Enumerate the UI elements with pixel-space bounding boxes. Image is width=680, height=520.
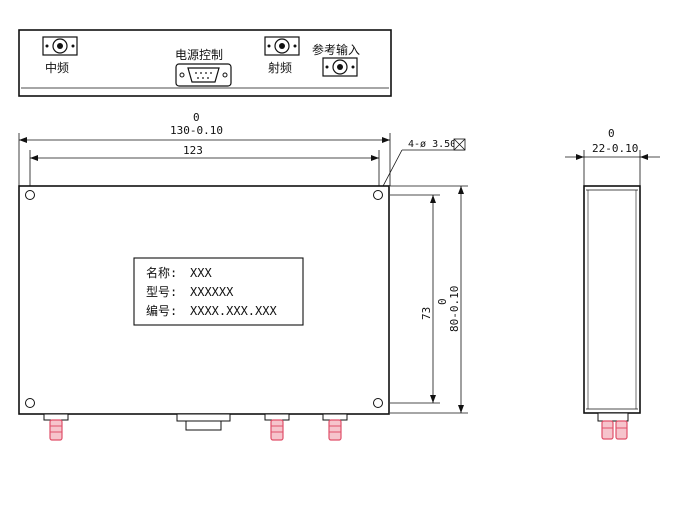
hole-spacing-height-dim: 73: [420, 307, 433, 320]
if-port-label: 中频: [45, 60, 69, 75]
nameplate-serial-label: 编号:: [146, 303, 177, 318]
height-tol-top: 0: [436, 298, 449, 305]
height-overall-dim: 80-0.10: [448, 286, 461, 332]
nameplate-name-label: 名称:: [146, 265, 177, 280]
nameplate: [133, 257, 304, 326]
ref-connector-icon: [322, 57, 358, 77]
mount-hole-icon: [25, 190, 35, 200]
side-view: 0 22-0.10: [565, 127, 660, 440]
nameplate-name-value: XXX: [190, 266, 212, 280]
depth-tol-top: 0: [608, 127, 615, 140]
sma-side-icon: [597, 412, 629, 440]
hole-spacing-width-dim: 123: [183, 144, 203, 157]
nameplate-model-label: 型号:: [146, 285, 177, 299]
sma-connector-icon: [43, 413, 69, 441]
sma-connector-icon: [264, 413, 290, 441]
mount-hole-icon: [373, 190, 383, 200]
sma-connector-icon: [322, 413, 348, 441]
nameplate-serial-value: XXXX.XXX.XXX: [190, 304, 277, 318]
rf-port-label: 射频: [268, 60, 292, 75]
ref-input-label: 参考输入: [312, 42, 360, 57]
mount-hole-icon: [25, 398, 35, 408]
front-view: 0 130-0.10 123 4-ø 3.50 名称: XXX 型号: XXXX…: [18, 111, 468, 441]
connector-panel-view: 中频 电源控制 射频 参考输入: [18, 29, 392, 97]
width-overall-dim: 130-0.10: [170, 124, 223, 137]
power-control-label: 电源控制: [175, 48, 223, 62]
hole-callout: 4-ø 3.50: [408, 139, 456, 150]
mount-hole-icon: [373, 398, 383, 408]
width-tol-top: 0: [193, 111, 200, 124]
dsub-connector-icon: [175, 63, 232, 87]
side-body: [583, 185, 641, 414]
through-hole-symbol-icon: [453, 138, 466, 151]
if-connector-icon: [42, 36, 78, 56]
nameplate-model-value: XXXXXX: [190, 285, 234, 299]
rf-connector-icon: [264, 36, 300, 56]
dsub-side-icon: [176, 413, 231, 431]
depth-overall-dim: 22-0.10: [592, 142, 638, 155]
